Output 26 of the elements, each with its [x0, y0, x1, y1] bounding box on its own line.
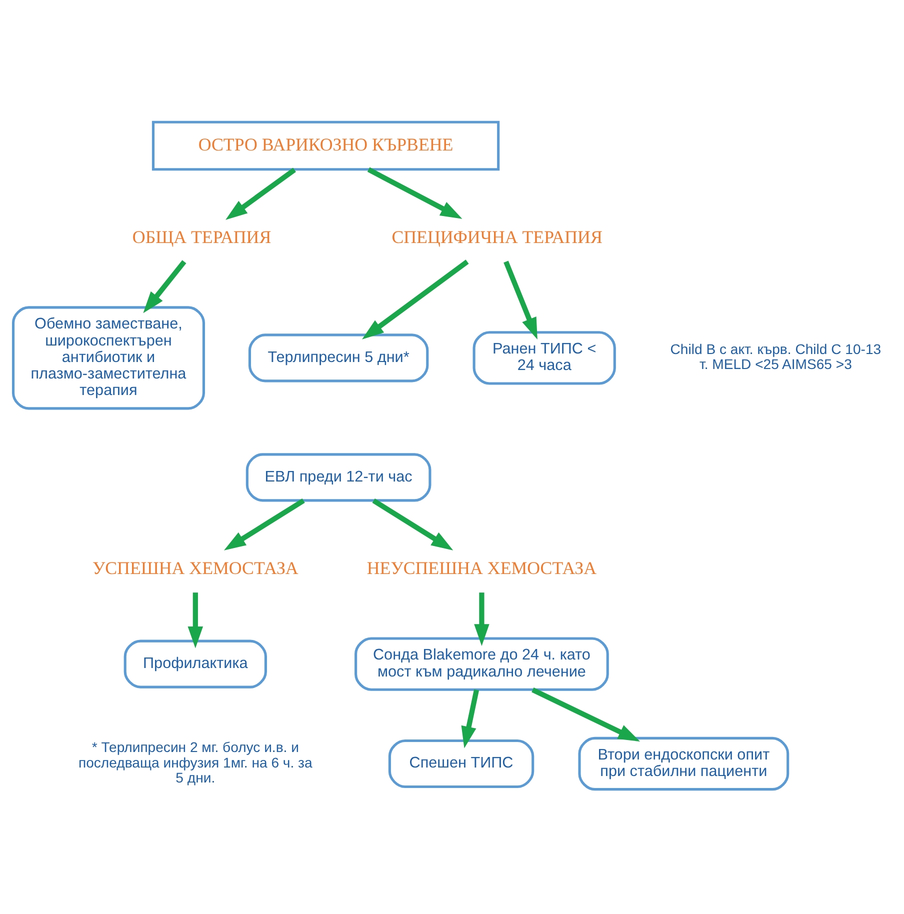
arrow	[504, 260, 538, 340]
label: * Терлипресин 2 мг. болус и.в. и последваща инфузия 1мг. на 6 ч. за 5 дни.	[78, 739, 312, 786]
arrow	[474, 592, 490, 646]
node-box: Втори ендоскопски опит при стабилни пациенти	[578, 736, 790, 791]
node-text: СПЕЦИФИЧНА ТЕРАПИЯ	[392, 227, 602, 248]
arrow	[224, 498, 305, 550]
node-box: Обемно заместване, широкоспектърен антибиотик и плазмо-заместителна терапия	[12, 306, 205, 410]
node-box: Сонда Blakemore до 24 ч. като мост към радикално лечение	[354, 637, 609, 691]
arrow	[226, 168, 296, 220]
arrow	[188, 592, 204, 648]
node-box: ЕВЛ преди 12-ти час	[246, 453, 432, 502]
arrow	[143, 260, 186, 314]
label: Child B с акт. кърв. Child C 10-13 т. MELD <25 AIMS65 >3	[670, 340, 882, 372]
node-box: ОСТРО ВАРИКОЗНО КЪРВЕНЕ	[152, 120, 500, 171]
node-box: Профилактика	[124, 640, 267, 688]
arrow	[461, 689, 480, 748]
node-text: УСПЕШНА ХЕМОСТАЗА	[92, 558, 298, 578]
arrow	[362, 260, 469, 340]
node-box: Ранен ТИПС < 24 часа	[472, 331, 616, 385]
arrow	[367, 167, 462, 219]
node-box: Терлипресин 5 дни*	[248, 334, 429, 382]
node-box: Спешен ТИПС	[388, 739, 534, 788]
node-text: ОБЩА ТЕРАПИЯ	[132, 227, 272, 248]
arrow	[372, 498, 454, 550]
arrow	[532, 688, 640, 742]
node-text: НЕУСПЕШНА ХЕМОСТАЗА	[366, 558, 597, 578]
